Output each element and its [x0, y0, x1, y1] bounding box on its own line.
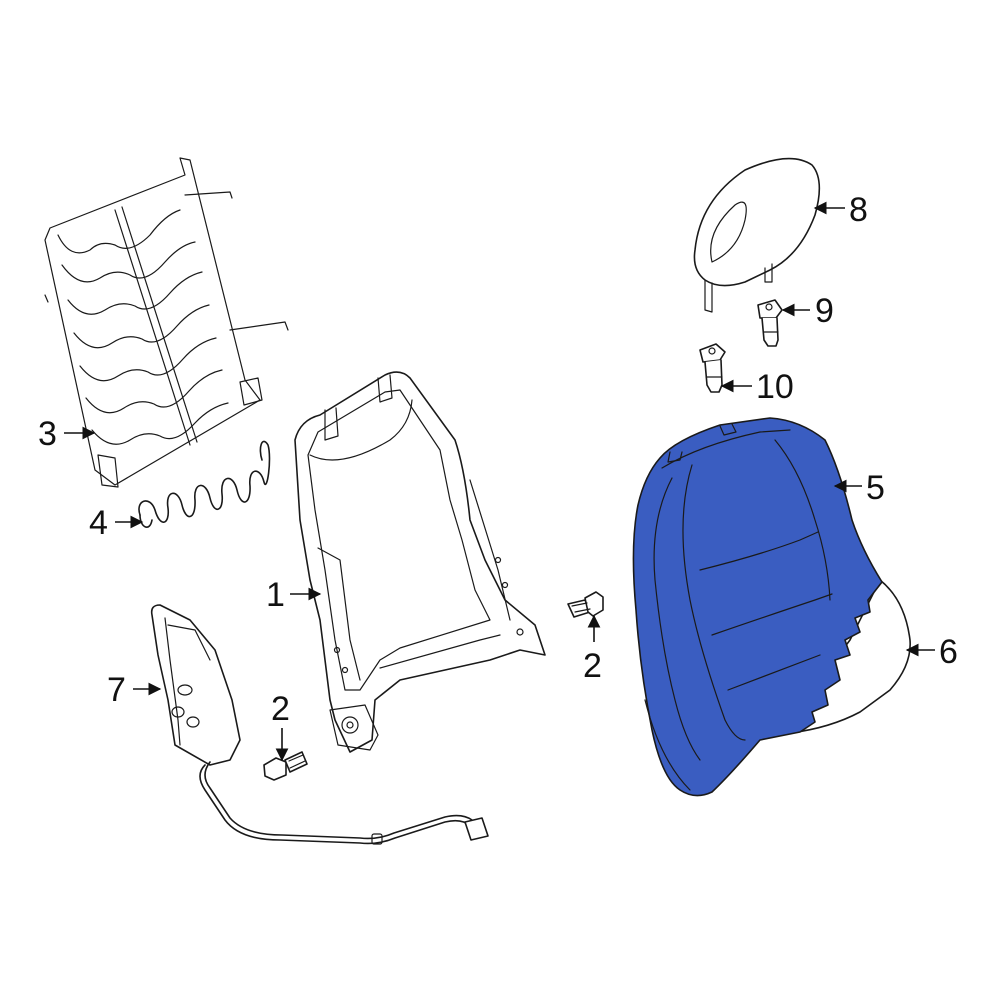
- coil-spring-part-4[interactable]: [138, 440, 271, 528]
- spring-mat-part-3[interactable]: [44, 157, 289, 488]
- callout-5[interactable]: 5: [866, 469, 885, 507]
- callout-2b[interactable]: 2: [271, 690, 290, 728]
- callout-8[interactable]: 8: [849, 191, 868, 229]
- callout-2a[interactable]: 2: [583, 647, 602, 685]
- headrest-guide-part-9[interactable]: [757, 299, 783, 347]
- headrest-guide-part-10[interactable]: [699, 343, 726, 393]
- callout-6[interactable]: 6: [939, 633, 958, 671]
- seat-back-cover-part-5[interactable]: [632, 417, 883, 797]
- seat-back-frame-part-1[interactable]: [294, 371, 546, 753]
- side-airbag-part-7[interactable]: [150, 604, 489, 845]
- bolt-part-2-upper[interactable]: [567, 591, 604, 618]
- callout-10[interactable]: 10: [756, 368, 794, 406]
- callout-1[interactable]: 1: [266, 576, 285, 614]
- seat-back-cover-fill[interactable]: [632, 417, 883, 797]
- callout-labels: 1 2 2 3 4 5 6 7 8 9 10: [38, 191, 958, 728]
- callout-9[interactable]: 9: [815, 292, 834, 330]
- callout-3[interactable]: 3: [38, 415, 57, 453]
- callout-leaders: [64, 201, 935, 762]
- headrest-part-8[interactable]: [693, 157, 821, 313]
- bolt-part-2-lower[interactable]: [263, 751, 308, 781]
- callout-4[interactable]: 4: [89, 504, 108, 542]
- callout-7[interactable]: 7: [107, 671, 126, 709]
